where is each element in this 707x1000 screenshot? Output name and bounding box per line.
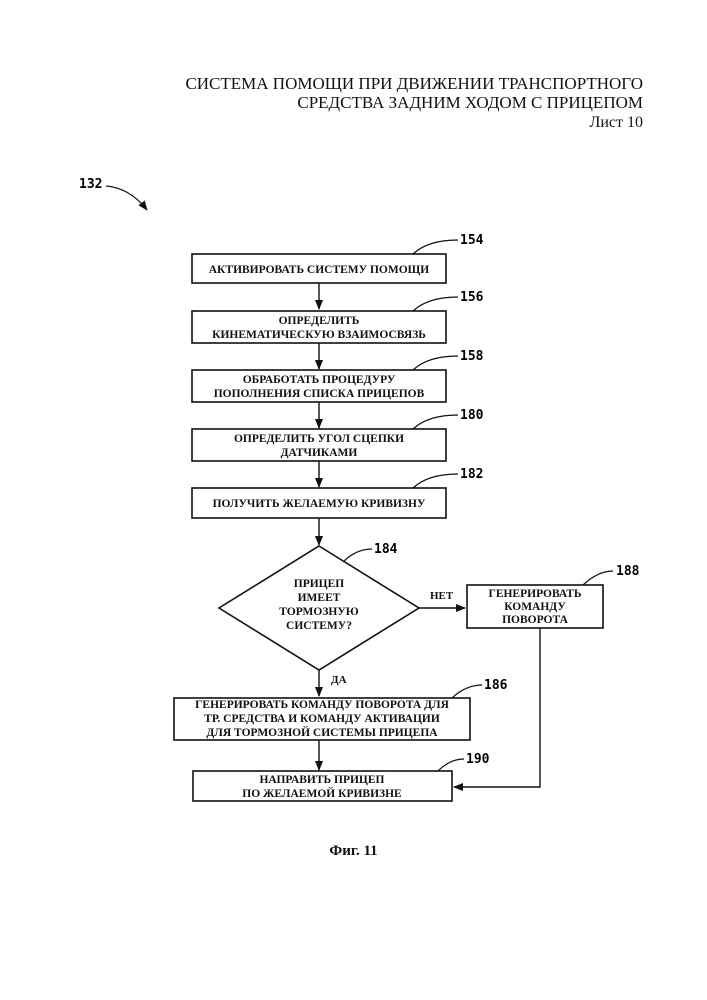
ref-leader (343, 549, 372, 562)
step-text-line3: ДЛЯ ТОРМОЗНОЙ СИСТЕМЫ ПРИЦЕПА (206, 725, 438, 739)
step-text: АКТИВИРОВАТЬ СИСТЕМУ ПОМОЩИ (209, 264, 430, 276)
step-text-line2: ПО ЖЕЛАЕМОЙ КРИВИЗНЕ (242, 786, 402, 800)
decision-trailer-brakes: ПРИЦЕП ИМЕЕТ ТОРМОЗНУЮ СИСТЕМУ? 184 НЕТ … (219, 542, 454, 686)
step-text-line1: ГЕНЕРИРОВАТЬ КОМАНДУ ПОВОРОТА ДЛЯ (195, 699, 449, 711)
step-text-line2: КИНЕМАТИЧЕСКУЮ ВЗАИМОСВЯЗЬ (212, 329, 426, 341)
ref-180: 180 (460, 408, 484, 423)
ref-leader (413, 297, 458, 311)
decision-text-line3: ТОРМОЗНУЮ (279, 606, 359, 618)
step-text-line1: НАПРАВИТЬ ПРИЦЕП (259, 774, 384, 786)
yes-label: ДА (331, 674, 347, 686)
ref-182: 182 (460, 467, 483, 482)
step-steering-and-brake-command: ГЕНЕРИРОВАТЬ КОМАНДУ ПОВОРОТА ДЛЯ ТР. СР… (174, 678, 508, 740)
figure-ref-132: 132 (79, 177, 102, 192)
ref-158: 158 (460, 349, 484, 364)
ref-190: 190 (466, 752, 490, 767)
step-determine-kinematics: ОПРЕДЕЛИТЬ КИНЕМАТИЧЕСКУЮ ВЗАИМОСВЯЗЬ 15… (192, 290, 484, 343)
ref-leader (438, 759, 464, 771)
step-generate-steering-command: ГЕНЕРИРОВАТЬ КОМАНДУ ПОВОРОТА 188 (467, 564, 640, 628)
ref-186: 186 (484, 678, 508, 693)
ref-154: 154 (460, 233, 484, 248)
step-text: ПОЛУЧИТЬ ЖЕЛАЕМУЮ КРИВИЗНУ (213, 498, 426, 510)
step-guide-trailer: НАПРАВИТЬ ПРИЦЕП ПО ЖЕЛАЕМОЙ КРИВИЗНЕ 19… (193, 752, 490, 801)
ref-leader (413, 415, 458, 429)
ref-156: 156 (460, 290, 484, 305)
step-text-line2: ТР. СРЕДСТВА И КОМАНДУ АКТИВАЦИИ (204, 713, 440, 725)
ref-leader (413, 240, 458, 254)
figure-caption: Фиг. 11 (0, 843, 707, 860)
step-text-line1: ОПРЕДЕЛИТЬ УГОЛ СЦЕПКИ (234, 433, 404, 445)
no-label: НЕТ (430, 590, 454, 602)
step-text-line1: ОБРАБОТАТЬ ПРОЦЕДУРУ (243, 374, 396, 386)
ref-184: 184 (374, 542, 398, 557)
step-text-line2: ДАТЧИКАМИ (281, 447, 358, 459)
step-text-line2: КОМАНДУ (504, 601, 566, 613)
ref-leader (583, 571, 613, 585)
step-text-line3: ПОВОРОТА (502, 614, 569, 626)
decision-text-line4: СИСТЕМУ? (286, 620, 352, 632)
decision-text-line1: ПРИЦЕП (294, 578, 345, 590)
figure-ref-arrow (106, 186, 147, 210)
ref-leader (413, 356, 458, 370)
ref-leader (452, 685, 482, 698)
ref-leader (413, 474, 458, 488)
step-text-line2: ПОПОЛНЕНИЯ СПИСКА ПРИЦЕПОВ (214, 388, 425, 400)
step-trailer-list-procedure: ОБРАБОТАТЬ ПРОЦЕДУРУ ПОПОЛНЕНИЯ СПИСКА П… (192, 349, 484, 402)
step-text-line1: ОПРЕДЕЛИТЬ (279, 315, 360, 327)
decision-text-line2: ИМЕЕТ (298, 592, 341, 604)
step-text-line1: ГЕНЕРИРОВАТЬ (489, 588, 582, 600)
step-activate-assist: АКТИВИРОВАТЬ СИСТЕМУ ПОМОЩИ 154 (192, 233, 484, 283)
step-desired-curvature: ПОЛУЧИТЬ ЖЕЛАЕМУЮ КРИВИЗНУ 182 (192, 467, 483, 518)
step-hitch-angle-sensors: ОПРЕДЕЛИТЬ УГОЛ СЦЕПКИ ДАТЧИКАМИ 180 (192, 408, 484, 461)
ref-188: 188 (616, 564, 640, 579)
